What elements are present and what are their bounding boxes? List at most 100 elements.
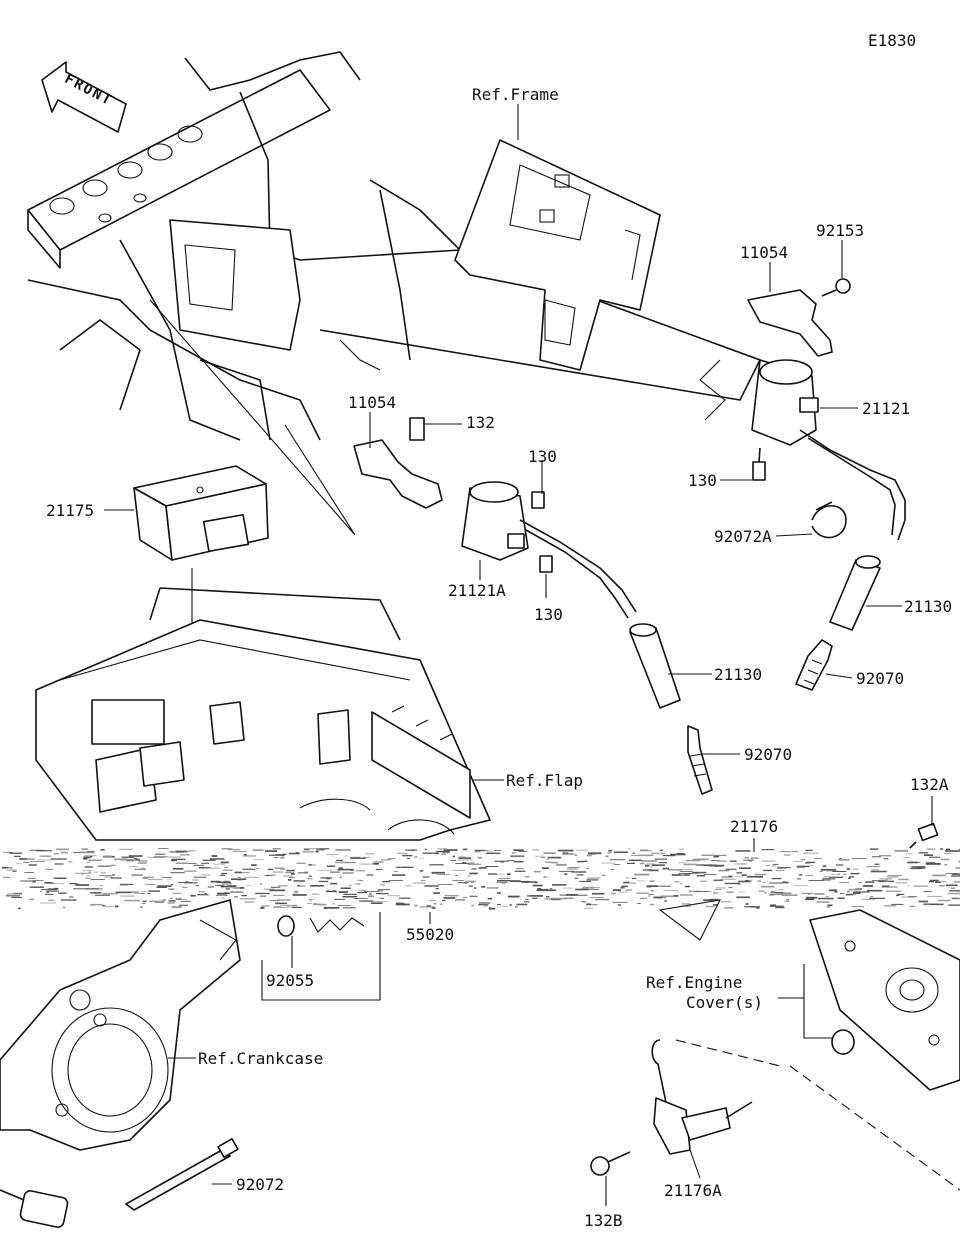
noise-speck — [814, 858, 822, 859]
noise-speck — [545, 862, 552, 863]
label-21130-right: 21130 — [904, 597, 952, 616]
noise-speck — [372, 901, 388, 902]
noise-speck — [685, 886, 690, 888]
noise-speck — [432, 872, 446, 874]
noise-speck — [884, 906, 896, 907]
noise-speck — [221, 862, 229, 864]
noise-speck — [359, 900, 373, 901]
noise-speck — [923, 904, 938, 905]
noise-speck — [326, 878, 330, 879]
noise-speck — [867, 890, 882, 892]
noise-speck — [796, 867, 805, 868]
noise-speck — [497, 880, 510, 881]
noise-speck — [90, 856, 92, 858]
noise-speck — [171, 884, 174, 885]
bolt-132B — [591, 1152, 630, 1175]
noise-speck — [847, 891, 850, 892]
label-55020: 55020 — [406, 925, 454, 944]
noise-speck — [405, 885, 411, 886]
noise-speck — [166, 857, 181, 858]
noise-speck — [464, 883, 467, 884]
noise-speck — [68, 861, 72, 862]
label-21176A: 21176A — [664, 1181, 722, 1200]
noise-speck — [316, 850, 324, 851]
noise-speck — [163, 900, 167, 901]
noise-speck — [170, 898, 173, 899]
noise-speck — [929, 857, 940, 858]
noise-speck — [465, 881, 476, 882]
noise-speck — [199, 892, 206, 893]
noise-speck — [341, 862, 347, 864]
noise-speck — [567, 869, 578, 870]
noise-speck — [537, 888, 541, 890]
noise-speck — [341, 888, 351, 890]
noise-speck — [680, 895, 683, 896]
noise-speck — [435, 853, 439, 854]
noise-speck — [46, 891, 59, 892]
noise-speck — [825, 896, 828, 897]
noise-speck — [589, 887, 600, 888]
noise-speck — [586, 868, 589, 869]
noise-speck — [321, 877, 333, 878]
noise-speck — [32, 881, 36, 882]
noise-speck — [827, 905, 832, 907]
noise-speck — [715, 889, 722, 890]
noise-speck — [519, 851, 528, 852]
noise-speck — [243, 868, 253, 869]
noise-speck — [45, 882, 51, 883]
noise-speck — [194, 865, 204, 866]
noise-speck — [663, 890, 679, 891]
noise-speck — [340, 877, 342, 878]
noise-speck — [896, 883, 907, 884]
noise-speck — [12, 871, 16, 872]
noise-speck — [377, 890, 383, 892]
noise-speck — [141, 893, 146, 894]
noise-speck — [697, 875, 705, 876]
noise-speck — [677, 853, 685, 854]
noise-speck — [147, 857, 154, 858]
coil-bracket-upper — [748, 290, 832, 356]
noise-speck — [806, 850, 813, 851]
noise-speck — [14, 856, 21, 857]
noise-speck — [946, 849, 950, 851]
noise-speck — [756, 908, 760, 909]
noise-speck — [516, 904, 527, 906]
noise-speck — [223, 870, 233, 871]
noise-speck — [763, 870, 772, 871]
label-92153: 92153 — [816, 221, 864, 240]
noise-speck — [926, 863, 941, 865]
noise-speck — [534, 871, 541, 873]
noise-speck — [129, 855, 143, 857]
noise-speck — [579, 881, 591, 882]
noise-speck — [171, 872, 185, 873]
noise-speck — [793, 885, 808, 886]
noise-speck — [171, 859, 185, 860]
noise-speck — [684, 864, 697, 866]
label-21175: 21175 — [46, 501, 94, 520]
noise-speck — [141, 868, 145, 869]
noise-speck — [939, 885, 945, 886]
noise-speck — [494, 850, 501, 851]
noise-speck — [510, 856, 524, 857]
noise-speck — [872, 880, 886, 881]
noise-speck — [941, 882, 946, 883]
label-130-bottom: 130 — [534, 605, 563, 624]
label-ref-frame: Ref.Frame — [472, 85, 559, 104]
noise-speck — [455, 875, 457, 876]
noise-speck — [40, 903, 56, 904]
noise-speck — [576, 874, 583, 875]
noise-speck — [181, 901, 190, 902]
noise-speck — [204, 893, 207, 894]
noise-speck — [831, 874, 838, 875]
noise-speck — [903, 857, 909, 858]
noise-speck — [618, 904, 621, 905]
noise-speck — [192, 880, 198, 881]
noise-speck — [388, 858, 396, 859]
noise-speck — [651, 853, 665, 854]
noise-speck — [881, 887, 897, 888]
noise-speck — [478, 857, 483, 859]
noise-speck — [886, 891, 902, 892]
noise-speck — [278, 885, 288, 886]
noise-speck — [283, 876, 293, 877]
